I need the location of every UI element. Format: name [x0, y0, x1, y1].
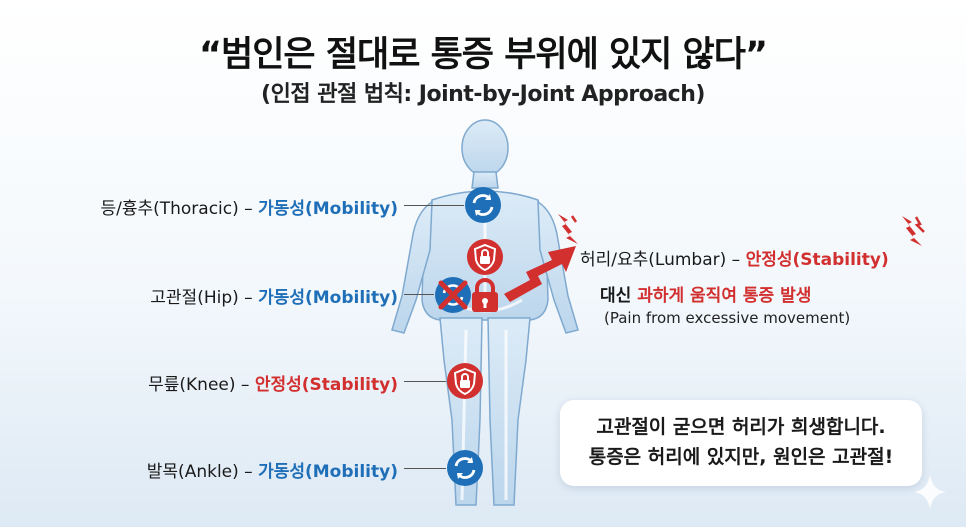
callout-line-1: 고관절이 굳으면 허리가 희생합니다.: [596, 416, 886, 438]
shield-lock-icon: [466, 238, 504, 276]
summary-callout: 고관절이 굳으면 허리가 희생합니다. 통증은 허리에 있지만, 원인은 고관절…: [560, 400, 922, 486]
label-ankle: 발목(Ankle) – 가동성(Mobility): [147, 457, 398, 482]
label-thoracic: 등/흉추(Thoracic) – 가동성(Mobility): [100, 194, 398, 219]
pain-prefix: 대신: [600, 286, 638, 306]
connector-thoracic: [404, 205, 464, 206]
zigzag-arrow-icon: [504, 246, 576, 302]
separator: –: [235, 375, 255, 395]
blocked-rotation-icon: [434, 276, 472, 314]
shield-lock-icon: [446, 362, 484, 400]
pain-english: (Pain from excessive movement): [604, 309, 851, 327]
pain-highlight: 과하게 움직여 통증 발생: [637, 286, 812, 306]
label-hip: 고관절(Hip) – 가동성(Mobility): [150, 283, 398, 308]
callout-line-2: 통증은 허리에 있지만, 원인은 고관절!: [588, 446, 894, 468]
joint-name: 등/흉추(Thoracic): [100, 199, 239, 219]
connector-ankle: [404, 468, 446, 469]
padlock-icon: [468, 278, 506, 316]
rotate-arrows-icon: [464, 186, 502, 224]
joint-name: 무릎(Knee): [148, 375, 236, 395]
pain-description: 대신 과하게 움직여 통증 발생: [600, 281, 811, 306]
separator: –: [238, 288, 259, 308]
joint-role: 안정성(Stability): [254, 375, 398, 395]
lightning-bolt-icon: [902, 216, 925, 246]
separator: –: [726, 250, 746, 270]
joint-role: 안정성(Stability): [745, 250, 889, 270]
page-subtitle: (인접 관절 법칙: Joint-by-Joint Approach): [261, 82, 705, 107]
label-knee: 무릎(Knee) – 안정성(Stability): [148, 370, 398, 395]
joint-name: 고관절(Hip): [150, 288, 239, 308]
joint-name: 허리/요추(Lumbar): [580, 250, 727, 270]
rotate-arrows-icon: [446, 449, 484, 487]
joint-role: 가동성(Mobility): [258, 462, 398, 482]
joint-name: 발목(Ankle): [146, 462, 239, 482]
separator: –: [238, 199, 259, 219]
connector-hip: [404, 294, 434, 295]
page-title: “범인은 절대로 통증 부위에 있지 않다”: [199, 35, 768, 75]
joint-role: 가동성(Mobility): [258, 288, 398, 308]
separator: –: [238, 462, 259, 482]
joint-role: 가동성(Mobility): [258, 199, 398, 219]
lightning-bolt-icon: [558, 214, 578, 244]
sparkle-icon: [914, 474, 946, 510]
label-lumbar: 허리/요추(Lumbar) – 안정성(Stability): [580, 245, 889, 270]
connector-knee: [404, 381, 446, 382]
